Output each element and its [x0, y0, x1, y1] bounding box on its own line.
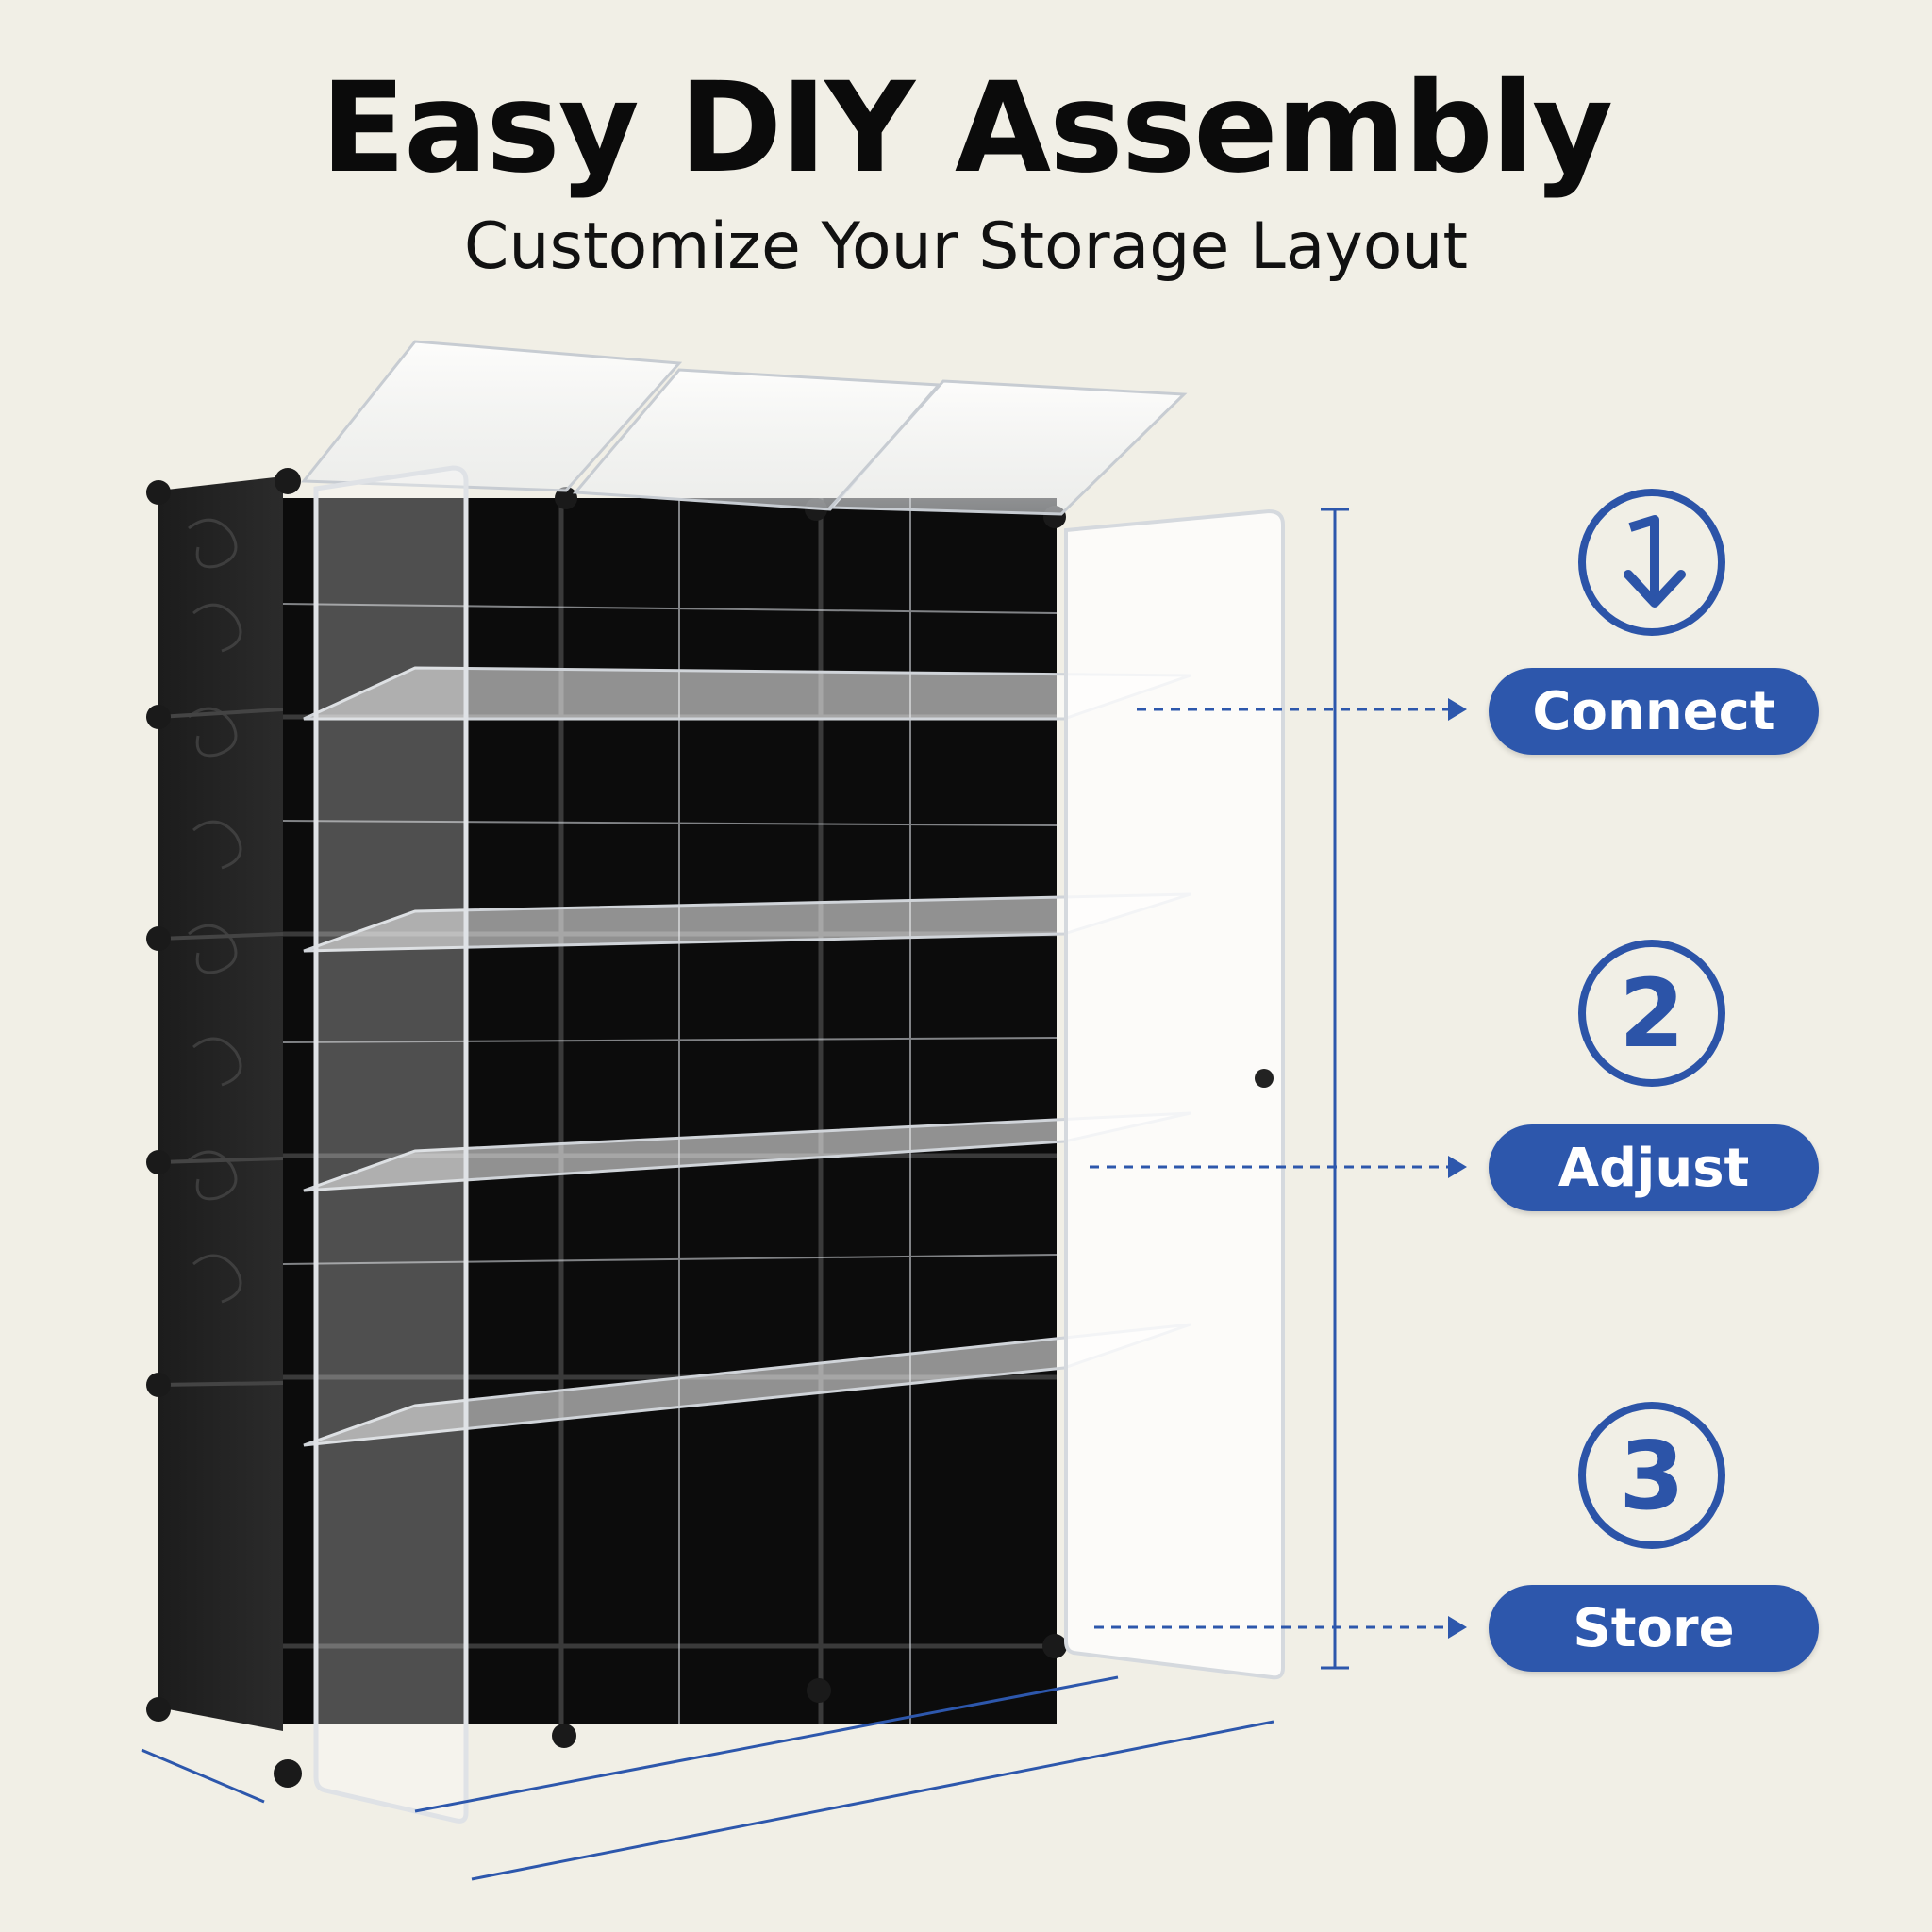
- cabinet-side-panel: [158, 476, 284, 1731]
- clear-top-doors: [300, 340, 1188, 516]
- step-3-circle: 3: [1578, 1402, 1725, 1549]
- step-2-circle: 2: [1578, 940, 1725, 1087]
- step-3-label: Store: [1489, 1585, 1819, 1672]
- clear-drawer-flaps: [303, 666, 1191, 1447]
- arrowheads: [1448, 698, 1467, 1639]
- arrow-down-icon: [1624, 515, 1686, 608]
- step-1-label: Connect: [1489, 668, 1819, 755]
- page-subtitle: Customize Your Storage Layout: [463, 209, 1469, 284]
- step-connector-arrows: [1090, 708, 1448, 1629]
- left-clear-door: [313, 465, 469, 1824]
- step-2-label: Adjust: [1489, 1124, 1819, 1211]
- page-title: Easy DIY Assembly: [320, 56, 1613, 201]
- step-1-circle: [1578, 489, 1725, 636]
- right-clear-door: [1064, 508, 1285, 1680]
- dimension-lines: [141, 508, 1349, 1881]
